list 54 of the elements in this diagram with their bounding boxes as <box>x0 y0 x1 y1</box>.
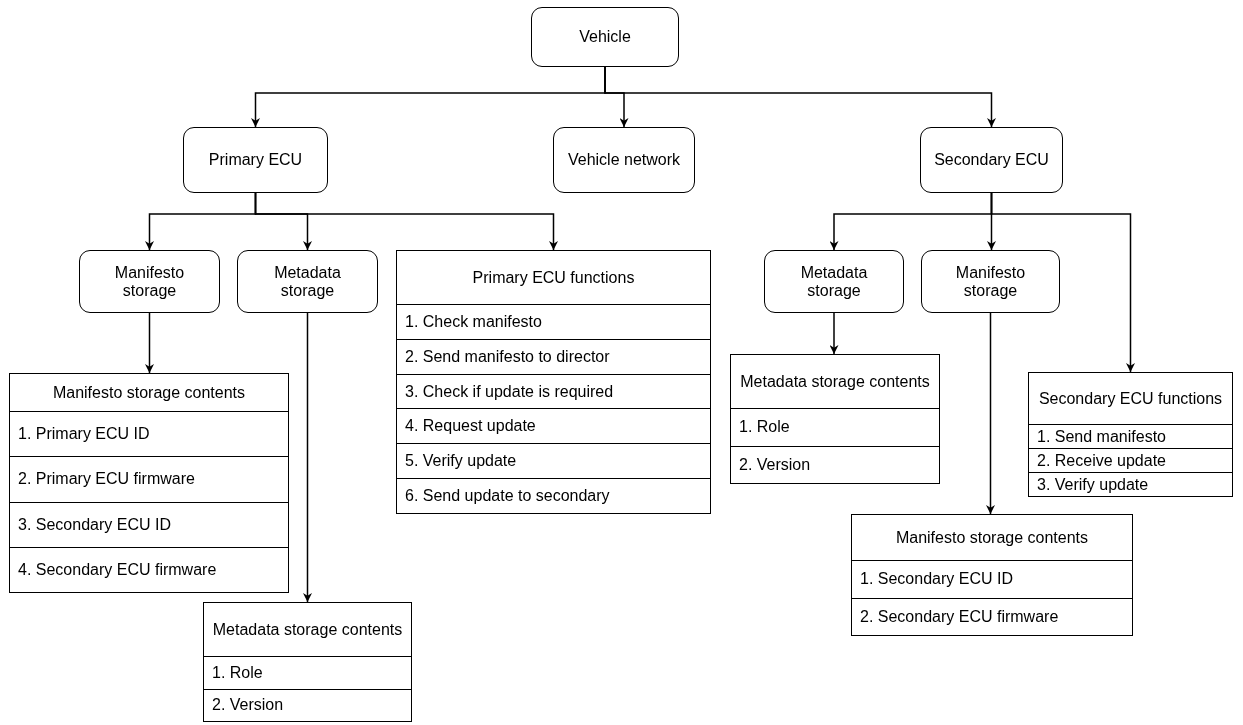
node-label: Secondary ECU <box>934 151 1049 169</box>
arrow <box>990 192 1135 373</box>
arrow <box>604 66 996 128</box>
node-label: Metadata storage <box>799 263 869 300</box>
table-box <box>1028 372 1233 497</box>
rounded-box <box>237 250 378 313</box>
rounded-box <box>920 127 1063 193</box>
node-label: Vehicle <box>579 28 631 46</box>
list-item: 5. Verify update <box>397 443 710 479</box>
node-label: Metadata storage <box>273 263 342 300</box>
list-item: 2. Receive update <box>1029 448 1232 472</box>
table-heading: Metadata storage contents <box>739 371 931 392</box>
list-item: 3. Verify update <box>1029 472 1232 496</box>
table-heading: Secondary ECU functions <box>1037 388 1224 409</box>
table-box <box>396 250 711 514</box>
rounded-box <box>553 127 695 193</box>
list-item: 1. Role <box>731 408 939 446</box>
arrow <box>303 312 312 603</box>
list-item: 1. Send manifesto <box>1029 424 1232 448</box>
arrow <box>145 312 154 374</box>
list-item: 2. Version <box>731 445 939 483</box>
rounded-box <box>531 7 679 67</box>
list-item: 6. Send update to secondary <box>397 478 710 513</box>
list-item: 3. Check if update is required <box>397 373 710 409</box>
table-box <box>730 354 940 484</box>
list-item: 1. Role <box>204 656 411 689</box>
table-heading: Manifesto storage contents <box>51 382 247 403</box>
list-item: 2. Version <box>204 688 411 721</box>
rounded-box <box>183 127 328 193</box>
rounded-box <box>921 250 1060 313</box>
list-item: 4. Request update <box>397 408 710 444</box>
arrow <box>986 312 995 515</box>
table-heading: Manifesto storage contents <box>894 527 1090 548</box>
list-item: 1. Primary ECU ID <box>10 411 288 457</box>
rounded-box <box>764 250 904 313</box>
rounded-box <box>79 250 220 313</box>
node-label: Manifesto storage <box>113 263 186 300</box>
table-box <box>851 514 1133 636</box>
list-item: 3. Secondary ECU ID <box>10 501 288 547</box>
list-item: 2. Primary ECU firmware <box>10 456 288 502</box>
table-box <box>203 602 412 722</box>
arrow <box>254 192 558 251</box>
list-item: 2. Secondary ECU firmware <box>852 597 1132 635</box>
list-item: 4. Secondary ECU firmware <box>10 546 288 592</box>
arrow <box>829 312 839 355</box>
node-label: Manifesto storage <box>954 263 1027 300</box>
table-heading: Metadata storage contents <box>211 619 404 640</box>
list-item: 1. Check manifesto <box>397 304 710 339</box>
list-item: 2. Send manifesto to director <box>397 338 710 374</box>
node-label: Primary ECU <box>208 151 303 169</box>
node-label: Vehicle network <box>567 151 681 169</box>
list-item: 1. Secondary ECU ID <box>852 560 1132 598</box>
table-heading: Primary ECU functions <box>471 267 636 288</box>
table-box <box>9 373 289 593</box>
